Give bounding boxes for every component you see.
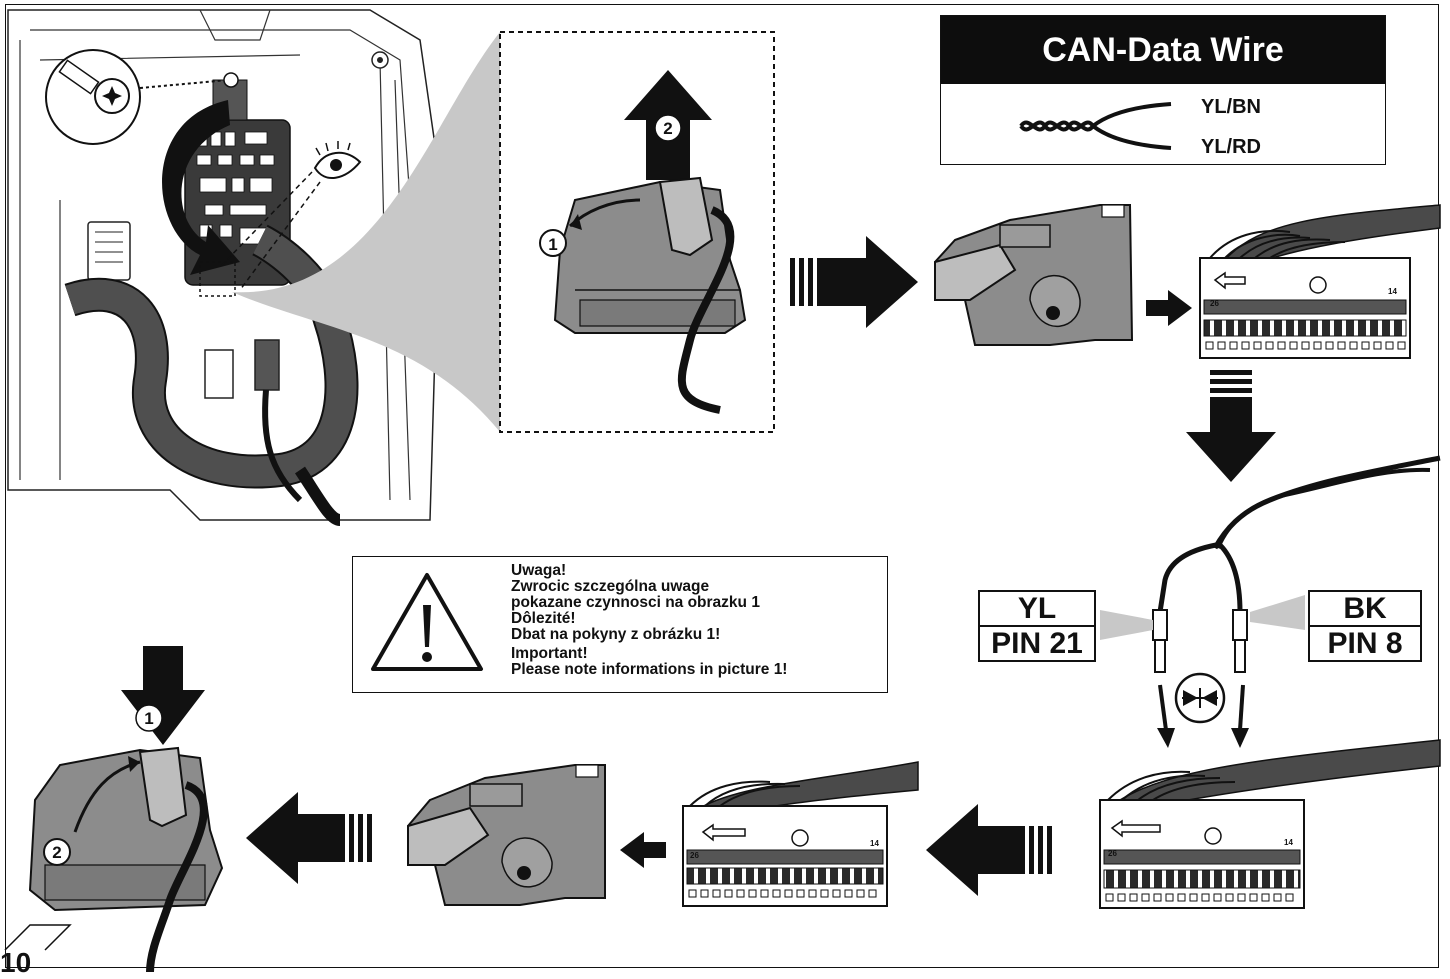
- arrow-right-small: [1146, 290, 1192, 326]
- warning-notice: Uwaga! Zwrocic szczególna uwage pokazane…: [352, 556, 888, 693]
- step-2-badge: 2: [654, 114, 682, 142]
- page-corner-tab: [4, 924, 72, 951]
- svg-text:2: 2: [52, 843, 61, 862]
- warning-sk-line-1: Dôlezité!: [511, 610, 576, 627]
- warning-pl-line-2: Zwrocic szczególna uwage: [511, 578, 710, 595]
- page-number: 10: [0, 947, 32, 978]
- can-wire-1-label: YL/BN: [1201, 96, 1261, 118]
- svg-text:1: 1: [548, 235, 557, 254]
- pin-14-label: 14: [1388, 287, 1397, 296]
- can-data-wire-legend: CAN-Data Wire YL/BN YL/RD: [940, 15, 1386, 165]
- can-twisted-wire: [1157, 455, 1441, 613]
- pin-26-label: 26: [1108, 849, 1117, 858]
- connector-block-top: 26 14: [1199, 204, 1441, 359]
- vehicle-fusebox-scene: [7, 9, 500, 526]
- pin-26-label: 26: [1210, 299, 1219, 308]
- twisted-pair-icon: [1019, 102, 1172, 150]
- can-legend-title: CAN-Data Wire: [941, 16, 1385, 84]
- connector-block-bottom-middle: 26 14: [682, 761, 919, 907]
- warning-pl-line-1: Uwaga!: [511, 562, 567, 579]
- pin-number-21: PIN 21: [991, 627, 1083, 660]
- pin-14-label: 14: [870, 839, 879, 848]
- crimp-pins: [1152, 609, 1248, 673]
- arrow-left-large: [926, 804, 1052, 896]
- pin-14-label: 14: [1284, 838, 1293, 847]
- final-step-scene: [28, 646, 224, 972]
- zoom-panel: [499, 31, 775, 433]
- svg-text:2: 2: [663, 119, 672, 138]
- pin-label-bk: BK PIN 8: [1308, 590, 1422, 662]
- insert-arrows: [1157, 684, 1249, 748]
- can-wire-2-label: YL/RD: [1201, 136, 1261, 158]
- warning-text: Uwaga! Zwrocic szczególna uwage pokazane…: [511, 563, 787, 678]
- warning-triangle-icon: [371, 573, 483, 671]
- arrow-left-small: [620, 832, 666, 868]
- pin-color-bk: BK: [1310, 592, 1420, 627]
- svg-text:1: 1: [144, 709, 153, 728]
- connector-housing-open: [934, 204, 1134, 346]
- connector-housing-closed: [407, 764, 606, 906]
- arrow-down-large: [1186, 370, 1276, 482]
- warning-sk-line-2: Dbat na pokyny z obrázku 1!: [511, 626, 721, 643]
- step-2-badge-final: 2: [43, 838, 71, 866]
- warning-en-line-1: Important!: [511, 645, 588, 662]
- warning-pl-line-3: pokazane czynnosci na obrazku 1: [511, 594, 760, 611]
- step-1-badge: 1: [539, 229, 567, 257]
- pin-26-label: 26: [690, 851, 699, 860]
- arrow-right-large: [790, 236, 918, 328]
- press-down-arrow: [121, 646, 205, 745]
- pin-color-yl: YL: [980, 592, 1094, 627]
- warning-en-line-2: Please note informations in picture 1!: [511, 661, 788, 678]
- pin-number-8: PIN 8: [1327, 627, 1403, 660]
- torx-screw-icon: [45, 49, 141, 145]
- eye-icon: [313, 141, 362, 179]
- arrow-left-large-2: [246, 792, 372, 884]
- push-in-symbol-icon: [1174, 672, 1226, 724]
- connector-block-bottom-right: 26 14: [1099, 739, 1441, 909]
- step-1-badge-final: 1: [135, 704, 163, 732]
- pin-label-yl: YL PIN 21: [978, 590, 1096, 662]
